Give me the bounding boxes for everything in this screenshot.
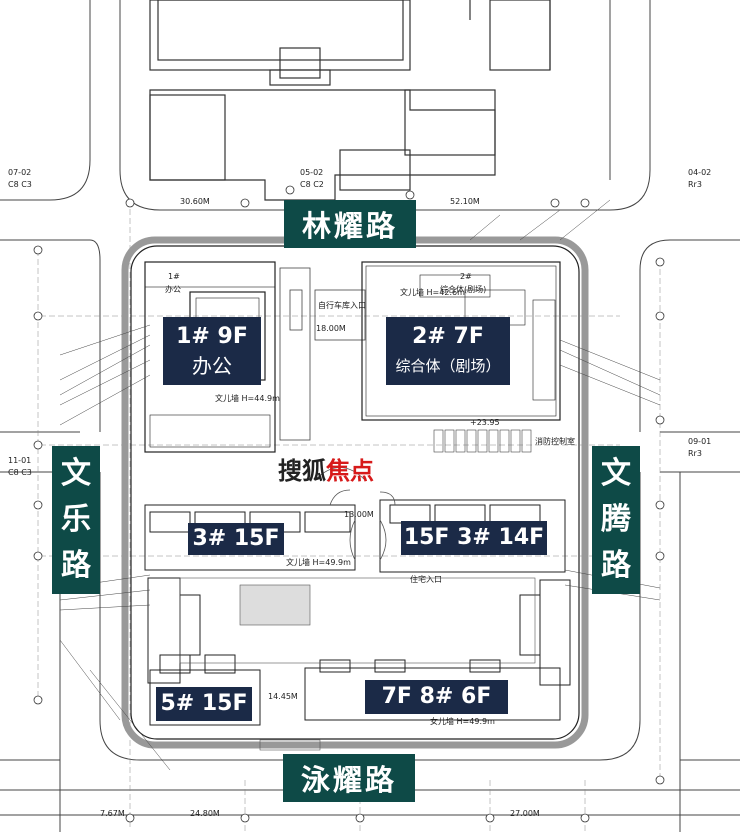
plot-code-top-mid-sub: C8 C2 (300, 180, 324, 189)
building-6-label: 7F 8# 6F (365, 680, 508, 714)
plot-code-top-right: 04-02 (688, 168, 712, 177)
building-1-use: 办公 (192, 354, 232, 378)
plot-code-mid-left-sub: C8 C3 (8, 468, 32, 477)
building-west-wing (147, 577, 201, 684)
bike-entrance-label: 自行车库入口 (318, 301, 366, 310)
watermark-part1: 搜狐 (278, 457, 326, 485)
road-west-char-2: 乐 (61, 502, 91, 537)
building-2 (361, 261, 561, 421)
building-5-name: 5# 15F (160, 691, 248, 716)
building-4-name: 15F 3# 14F (403, 525, 545, 550)
road-east-char-1: 文 (601, 456, 631, 491)
elev-2395: +23.95 (470, 418, 500, 427)
building-5 (149, 654, 261, 726)
road-label-south: 泳耀路 (283, 754, 415, 802)
dim-7: 7.67M (100, 809, 125, 818)
building-4 (379, 499, 566, 573)
entrance-label: 住宅入口 (410, 575, 442, 584)
road-label-west: 文 乐 路 (52, 446, 100, 594)
sohu-focus-watermark: 搜狐 焦点 (278, 451, 374, 486)
building-3-label: 3# 15F (188, 523, 284, 555)
b2-tag-use: 综合体(剧场) (440, 285, 487, 294)
podium (179, 577, 536, 751)
building-2-name: 2# 7F (412, 324, 484, 349)
road-west-char-1: 文 (61, 456, 91, 491)
b1-height: 文儿墙 H=44.9m (215, 394, 280, 403)
plot-code-top-right-sub: Rr3 (688, 180, 702, 189)
fire-control-label: 消防控制室 (535, 437, 575, 446)
dim-13: 13.00M (344, 510, 374, 519)
road-east-char-3: 路 (601, 548, 631, 583)
b6-height: 女儿墙 H=49.9m (430, 717, 495, 726)
building-1-annex (279, 267, 366, 441)
dim-14: 14.45M (268, 692, 298, 701)
plot-code-top-mid: 05-02 (300, 168, 324, 177)
top-building-outline (149, 0, 551, 201)
plot-code-top-left-sub: C8 C3 (8, 180, 32, 189)
road-west-char-3: 路 (61, 548, 91, 583)
plot-code-top-left: 07-02 (8, 168, 32, 177)
diagonal-dimension-lines (59, 199, 661, 771)
plot-code-mid-left: 11-01 (8, 456, 32, 465)
building-4-label: 15F 3# 14F (401, 521, 547, 555)
building-2-use: 综合体（剧场） (395, 357, 501, 375)
plaza-arcs (314, 467, 396, 561)
dim-52: 52.10M (450, 197, 480, 206)
building-5-label: 5# 15F (156, 687, 252, 721)
b2-height: 文儿墙 H=42.6m (400, 288, 465, 297)
road-label-north: 林耀路 (284, 200, 416, 248)
dim-30: 30.60M (180, 197, 210, 206)
b1-tag-use: 办公 (165, 285, 181, 294)
building-1-name: 1# 9F (176, 324, 248, 349)
b3-height: 文儿墙 H=49.9m (286, 558, 351, 567)
building-6-name: 7F 8# 6F (381, 684, 492, 709)
b2-tag: 2# (460, 272, 472, 281)
watermark-part2: 焦点 (326, 457, 374, 485)
building-1-label: 1# 9F 办公 (163, 317, 261, 385)
parking-stalls (433, 429, 532, 453)
axis-circles (33, 185, 665, 823)
building-2-label: 2# 7F 综合体（剧场） (386, 317, 510, 385)
plot-code-mid-right: 09-01 (688, 437, 712, 446)
dim-24: 24.80M (190, 809, 220, 818)
road-east-char-2: 腾 (601, 502, 631, 537)
building-6 (304, 659, 561, 721)
plot-code-mid-right-sub: Rr3 (688, 449, 702, 458)
building-3-name: 3# 15F (192, 526, 280, 551)
road-label-east: 文 腾 路 (592, 446, 640, 594)
building-east-wing (519, 579, 571, 686)
b1-tag: 1# (168, 272, 180, 281)
dim-18: 18.00M (316, 324, 346, 333)
dim-27: 27.00M (510, 809, 540, 818)
